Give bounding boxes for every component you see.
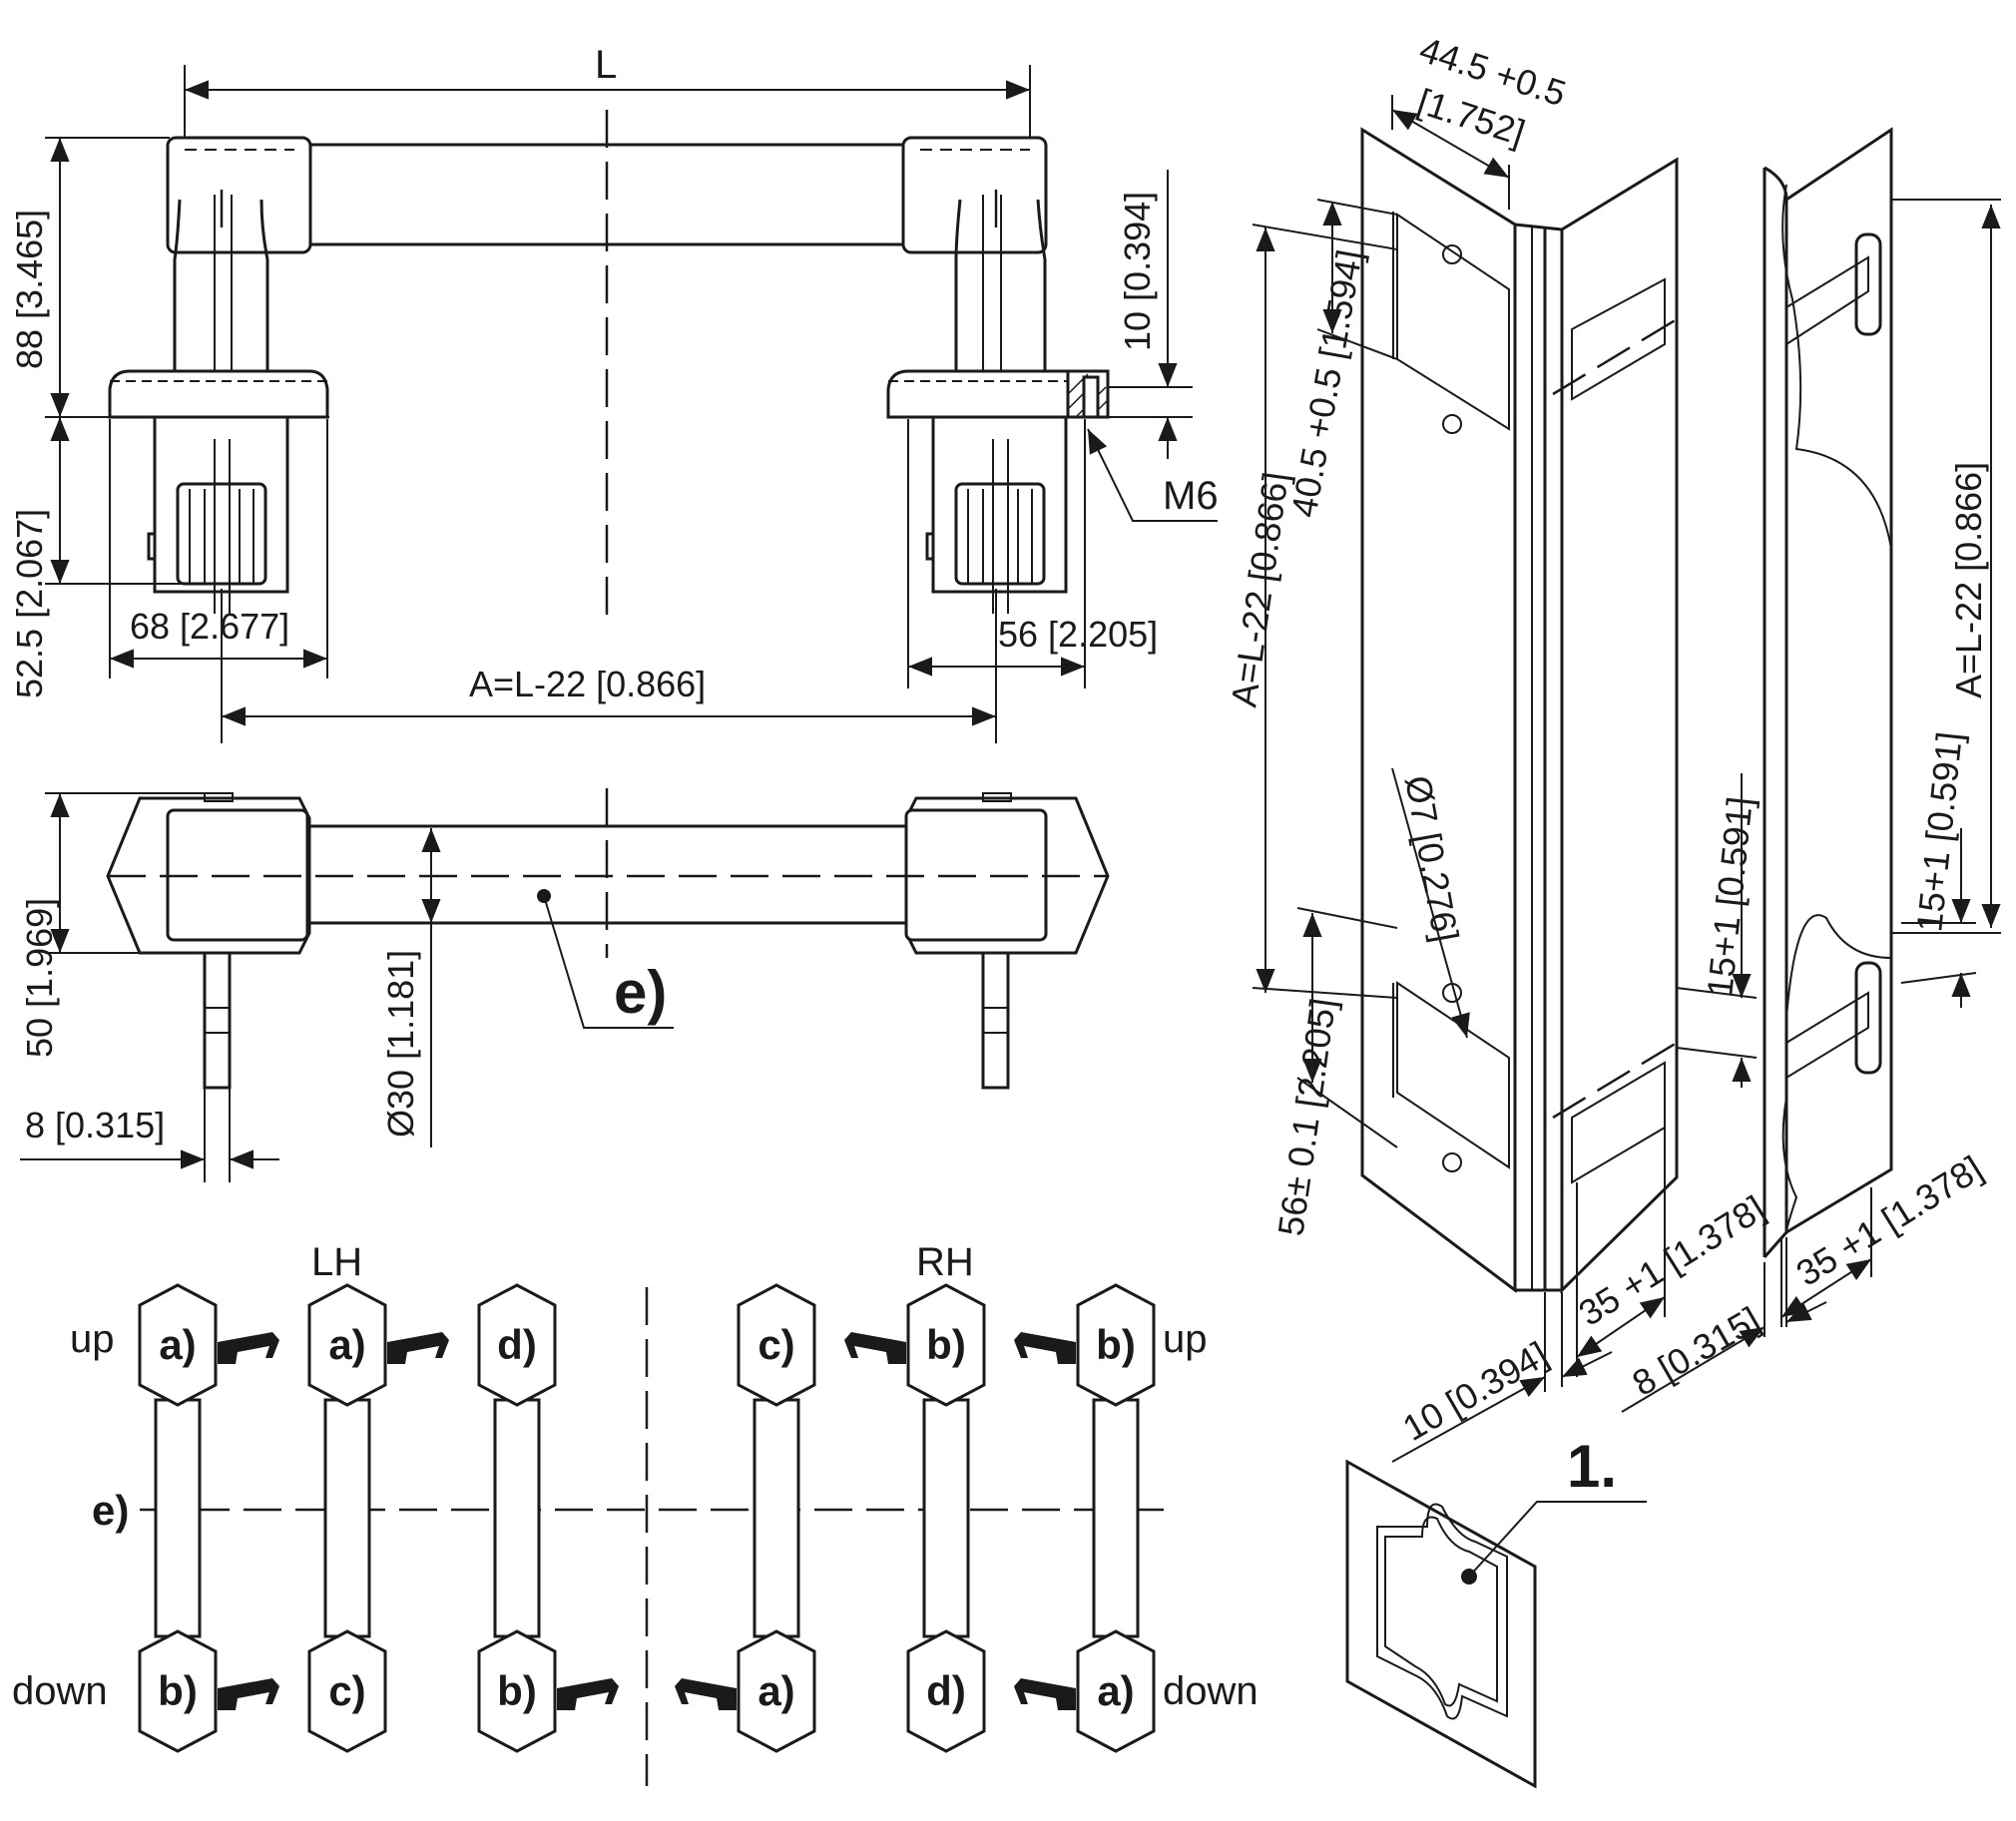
mounting-view: 44.5 +0.5 [1.752] 40.5 +0.5 [1.594] A=L-… bbox=[1223, 29, 2001, 1789]
handle-top-end bbox=[737, 1283, 816, 1407]
handle-top-end bbox=[138, 1283, 218, 1407]
dim-pitch: 56± 0.1 [2.205] bbox=[1269, 996, 1343, 1238]
handle-top-end bbox=[307, 1283, 387, 1407]
handle-top-label: a) bbox=[328, 1321, 365, 1368]
handle-variant: b) d) bbox=[844, 1283, 986, 1753]
front-view: L bbox=[9, 43, 1219, 743]
handle-bar bbox=[1092, 1398, 1140, 1638]
dim-10: 10 [0.394] bbox=[1396, 1333, 1555, 1449]
handle-top-end bbox=[1076, 1283, 1156, 1407]
dim-height: 88 [3.465] bbox=[9, 210, 50, 369]
handle-bottom-end bbox=[307, 1629, 387, 1753]
axis-e-label: e) bbox=[92, 1487, 129, 1534]
latch-icon bbox=[675, 1678, 737, 1710]
rh-label: RH bbox=[916, 1240, 974, 1284]
up-label-right: up bbox=[1163, 1317, 1208, 1361]
lh-label: LH bbox=[311, 1240, 362, 1284]
dim-A-right: A=L-22 [0.866] bbox=[1948, 462, 1989, 698]
orientation-variants: LH RH up up down down e) a)b)a)c)d)b)c)a… bbox=[12, 1240, 1259, 1786]
handle-bar bbox=[323, 1398, 371, 1638]
handle-top-label: d) bbox=[497, 1321, 537, 1368]
dim-8: 8 [0.315] bbox=[1626, 1298, 1767, 1404]
handle-bottom-end bbox=[737, 1629, 816, 1753]
latch-icon bbox=[1014, 1332, 1076, 1364]
dim-15: 15+1 [0.591] bbox=[1699, 794, 1761, 998]
dim-base: 52.5 [2.067] bbox=[9, 509, 50, 698]
dim-L: L bbox=[595, 43, 617, 87]
down-label-left: down bbox=[12, 1669, 108, 1713]
handle-bottom-end bbox=[906, 1629, 986, 1753]
up-label-left: up bbox=[70, 1317, 115, 1361]
handle-bar bbox=[154, 1398, 202, 1638]
latch-icon bbox=[387, 1332, 449, 1364]
handle-variant: b) a) bbox=[1014, 1283, 1156, 1753]
handle-top-label: c) bbox=[757, 1321, 794, 1368]
handle-bottom-label: b) bbox=[497, 1667, 537, 1714]
handle-bottom-label: c) bbox=[328, 1667, 365, 1714]
handle-top-label: b) bbox=[926, 1321, 966, 1368]
handle-bar bbox=[922, 1398, 970, 1638]
dim-pin: 8 [0.315] bbox=[25, 1105, 165, 1145]
dim-cut-height: 40.5 +0.5 [1.594] bbox=[1283, 246, 1370, 520]
dim-A-left: A=L-22 [0.866] bbox=[1223, 470, 1296, 710]
handle-bottom-end bbox=[477, 1629, 557, 1753]
dim-thread-depth: 10 [0.394] bbox=[1117, 192, 1158, 351]
dim-A: A=L-22 [0.866] bbox=[469, 664, 706, 704]
latch-icon bbox=[844, 1332, 906, 1364]
handle-variant: d) b) bbox=[477, 1283, 619, 1753]
handle-top-label: a) bbox=[159, 1321, 196, 1368]
callout-1: 1. bbox=[1567, 1433, 1617, 1500]
handle-bottom-label: d) bbox=[926, 1667, 966, 1714]
handle-bar bbox=[493, 1398, 541, 1638]
handle-top-end bbox=[477, 1283, 557, 1407]
handle-bottom-label: b) bbox=[158, 1667, 198, 1714]
thread-label: M6 bbox=[1163, 474, 1219, 518]
handle-bottom-end bbox=[138, 1629, 218, 1753]
latch-icon bbox=[1014, 1678, 1076, 1710]
handle-bottom-end bbox=[1076, 1629, 1156, 1753]
dim-foot: 68 [2.677] bbox=[130, 606, 289, 647]
dim-width: 50 [1.969] bbox=[19, 898, 60, 1058]
handle-variant: c) a) bbox=[675, 1283, 816, 1753]
latch-icon bbox=[218, 1332, 279, 1364]
top-view: 50 [1.969] Ø30 [1.181] 8 [0.315] e) bbox=[19, 788, 1110, 1182]
handle-bottom-label: a) bbox=[757, 1667, 794, 1714]
handle-top-end bbox=[906, 1283, 986, 1407]
handle-variant: a) c) bbox=[307, 1283, 449, 1753]
down-label-right: down bbox=[1163, 1669, 1259, 1713]
handle-top-label: b) bbox=[1096, 1321, 1136, 1368]
latch-icon bbox=[218, 1678, 279, 1710]
dim-bar-diameter: Ø30 [1.181] bbox=[380, 950, 421, 1138]
handle-bar bbox=[753, 1398, 800, 1638]
handle-variant: a) b) bbox=[138, 1283, 279, 1753]
callout-e: e) bbox=[614, 959, 667, 1026]
latch-icon bbox=[557, 1678, 619, 1710]
dim-flange: 56 [2.205] bbox=[998, 614, 1158, 655]
handle-bottom-label: a) bbox=[1097, 1667, 1134, 1714]
